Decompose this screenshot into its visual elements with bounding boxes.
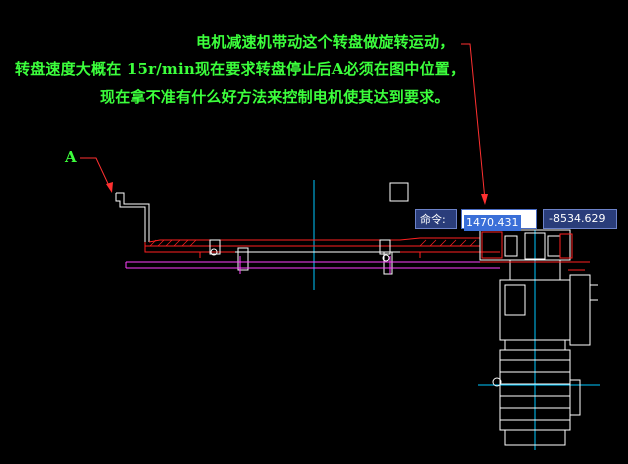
motor-flange xyxy=(480,231,590,271)
annotation-line-2: 转盘速度大概在 15r/min现在要求转盘停止后A必须在图中位置， xyxy=(15,60,466,78)
turntable-hatch xyxy=(149,239,477,247)
base-rail xyxy=(125,256,500,274)
point-a-profile xyxy=(115,192,150,242)
annotation-line-3: 现在拿不准有什么好方法来控制电机使其达到要求。 xyxy=(100,88,450,106)
command-label: 命令: xyxy=(415,209,457,229)
x-coordinate-input[interactable]: 1470.431 xyxy=(461,209,537,231)
pick-box-cursor xyxy=(389,182,409,202)
bearing-ring xyxy=(209,239,400,275)
y-coordinate-input[interactable]: -8534.629 xyxy=(543,209,617,229)
leader-to-motor xyxy=(461,43,488,205)
annotation-line-1: 电机减速机带动这个转盘做旋转运动， xyxy=(196,33,455,51)
motor-assembly xyxy=(479,229,598,446)
leader-to-a xyxy=(80,157,113,193)
point-a-label: A xyxy=(65,148,77,166)
turntable-body xyxy=(144,237,500,258)
x-coordinate-value: 1470.431 xyxy=(464,215,521,231)
